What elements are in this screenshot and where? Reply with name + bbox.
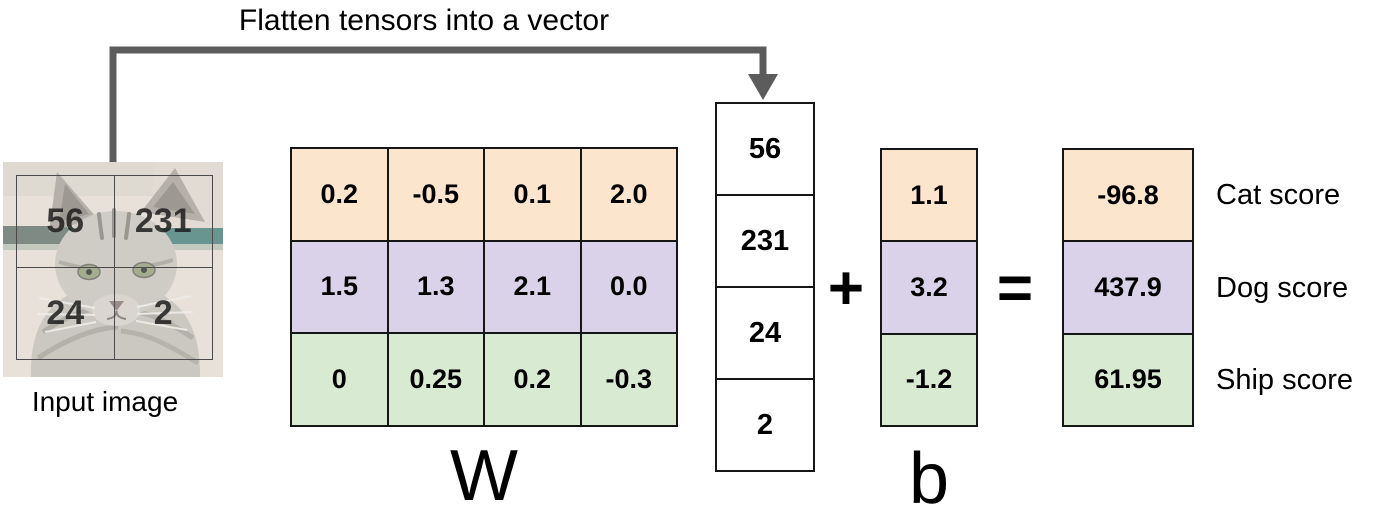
ship-score-label: Ship score <box>1216 363 1354 396</box>
w-cell: 0.2 <box>485 334 580 425</box>
cat-score-label: Cat score <box>1216 178 1341 211</box>
input-image-caption: Input image <box>31 386 179 417</box>
w-cell: 1.5 <box>292 241 387 333</box>
w-cell: -0.3 <box>581 334 676 425</box>
w-cell: 0.1 <box>485 149 580 240</box>
bias-vector: 1.1 3.2 -1.2 <box>880 148 978 427</box>
b-cell: 3.2 <box>882 242 976 333</box>
b-cell: -1.2 <box>882 334 976 425</box>
w-cell: 2.1 <box>485 241 580 333</box>
x-cell: 2 <box>717 380 813 470</box>
weight-matrix: 0.2 -0.5 0.1 2.0 1.5 1.3 2.1 0.0 0 0.25 … <box>290 147 678 427</box>
pixel-value: 24 <box>17 267 115 359</box>
flattened-vector: 56 231 24 2 <box>715 102 815 472</box>
w-cell: 0.25 <box>388 334 483 425</box>
x-cell: 24 <box>717 288 813 378</box>
x-cell: 56 <box>717 104 813 194</box>
pixel-value: 2 <box>153 293 173 332</box>
w-cell: -0.5 <box>388 149 483 240</box>
score-vector: -96.8 437.9 61.95 <box>1062 148 1194 427</box>
flatten-caption: Flatten tensors into a vector <box>238 4 610 37</box>
score-cell: 61.95 <box>1064 334 1192 425</box>
bias-vector-label: b <box>908 439 950 509</box>
w-cell: 0.2 <box>292 149 387 240</box>
pixel-grid-overlay: 56 231 24 2 <box>16 175 213 360</box>
score-cell: -96.8 <box>1064 150 1192 241</box>
x-cell: 231 <box>717 196 813 286</box>
arrowhead-icon <box>748 74 778 100</box>
plus-operator: + <box>827 254 865 323</box>
pixel-value: 56 <box>17 176 115 268</box>
score-cell: 437.9 <box>1064 242 1192 333</box>
w-cell: 2.0 <box>581 149 676 240</box>
input-image: 56 231 24 2 <box>3 162 223 377</box>
weight-matrix-label: W <box>450 436 518 509</box>
cat-photo-icon <box>3 162 223 377</box>
dog-score-label: Dog score <box>1216 271 1349 304</box>
w-cell: 1.3 <box>388 241 483 333</box>
b-cell: 1.1 <box>882 150 976 241</box>
w-cell: 0 <box>292 334 387 425</box>
equals-operator: = <box>996 254 1034 323</box>
pixel-value: 231 <box>114 176 212 268</box>
w-cell: 0.0 <box>581 241 676 333</box>
